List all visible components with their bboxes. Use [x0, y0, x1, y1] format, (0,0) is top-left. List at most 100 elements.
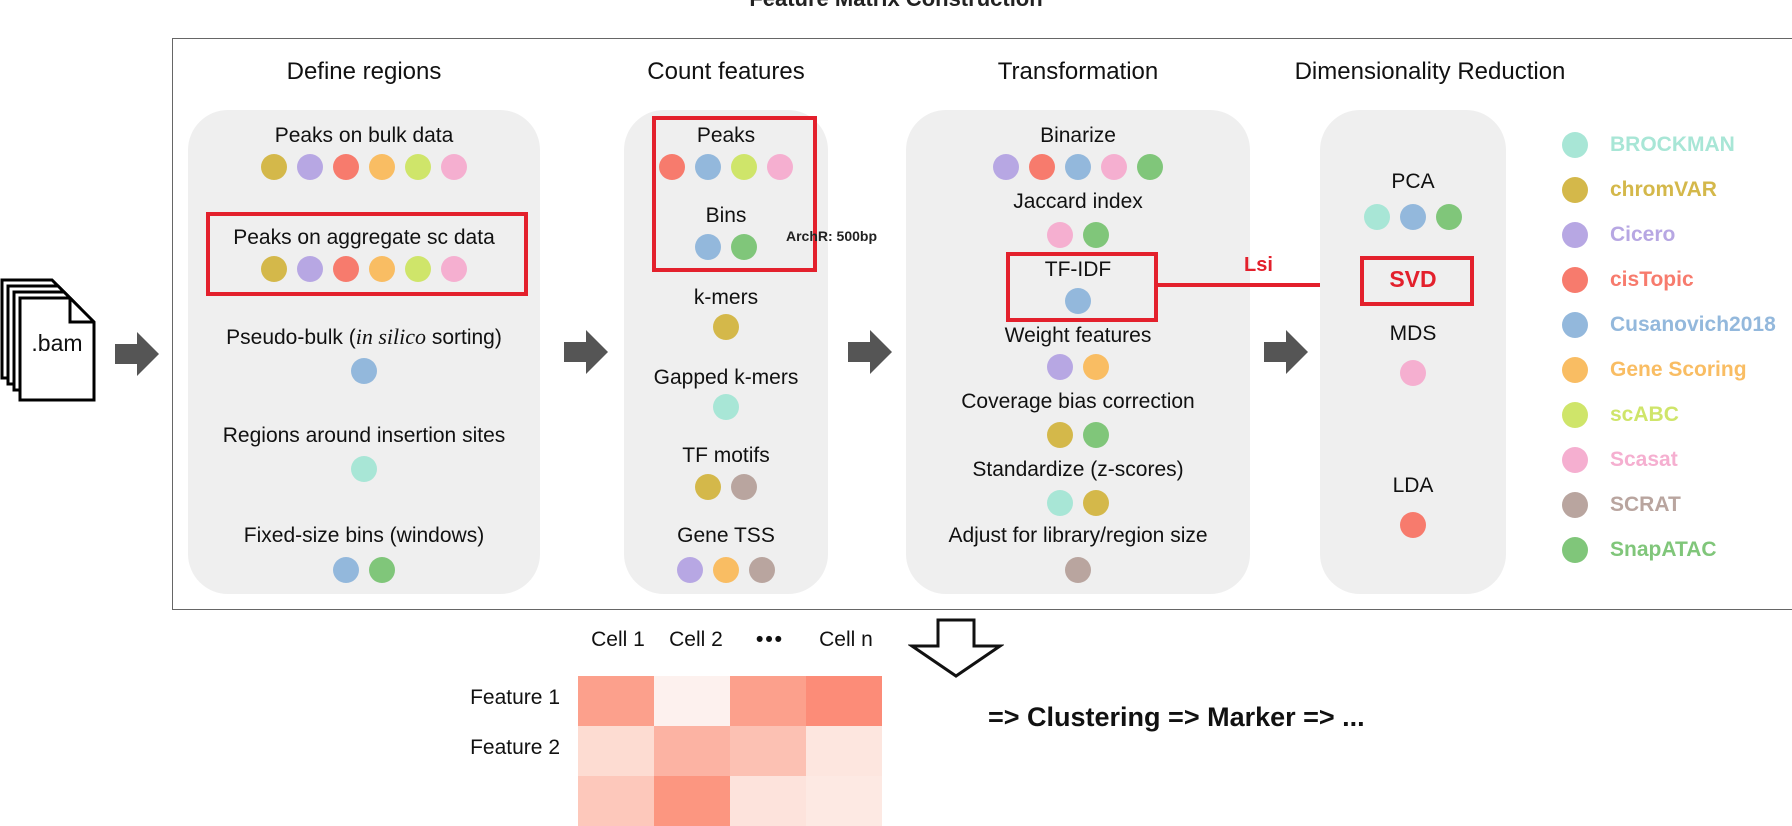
method-dots	[624, 474, 828, 500]
feature-cell-matrix	[578, 676, 882, 826]
method-dot-scabc	[405, 154, 431, 180]
method-dots	[624, 394, 828, 420]
method-dot-cistopic	[333, 154, 359, 180]
lsi-label: Lsi	[1244, 254, 1273, 276]
legend-label: cisTopic	[1610, 267, 1694, 291]
highlight-box-svd	[1360, 256, 1474, 306]
method-dot-cicero	[1047, 354, 1073, 380]
method-dot-cicero	[297, 154, 323, 180]
method-dot-cicero	[677, 557, 703, 583]
method-dots	[188, 358, 540, 384]
legend-entry: SnapATAC	[1562, 527, 1787, 572]
highlight-box-aggregate-peaks	[206, 212, 528, 296]
item-label: Bins	[705, 204, 747, 227]
legend-entry: chromVAR	[1562, 167, 1787, 212]
item-label: TF-IDF	[1044, 258, 1112, 281]
method-dots	[1320, 204, 1506, 230]
method-dot-cusanovich2018	[695, 234, 721, 260]
lsi-connector-line	[1156, 283, 1362, 287]
figure-title: Feature Matrix Construction	[0, 0, 1792, 12]
method-dots	[624, 234, 828, 260]
method-dot-cicero	[297, 256, 323, 282]
item-label: Peaks on bulk data	[274, 124, 454, 147]
archr-bin-note: ArchR: 500bp	[786, 228, 878, 244]
matrix-cell	[730, 726, 806, 776]
legend-label: Gene Scoring	[1610, 357, 1747, 381]
method-dots	[188, 557, 540, 583]
method-dot-gene-scoring	[369, 154, 395, 180]
method-dots	[906, 222, 1250, 248]
method-dots	[906, 288, 1250, 314]
method-dot-cusanovich2018	[333, 557, 359, 583]
matrix-cell	[578, 776, 654, 826]
down-arrow-icon	[908, 618, 1004, 678]
feature-matrix-frame	[172, 38, 1792, 610]
method-dot-brockman	[1364, 204, 1390, 230]
item-label: k-mers	[693, 286, 759, 309]
highlight-box-tf-idf	[1006, 252, 1158, 322]
method-dot-chromvar	[261, 256, 287, 282]
matrix-col-header: Cell n	[819, 628, 873, 651]
method-dot-cusanovich2018	[1065, 154, 1091, 180]
method-dots	[1320, 512, 1506, 538]
method-dot-cusanovich2018	[351, 358, 377, 384]
method-dots	[906, 422, 1250, 448]
legend-entry: Cicero	[1562, 212, 1787, 257]
method-dot-snapatac	[369, 557, 395, 583]
downstream-pipeline-text: => Clustering => Marker => ...	[988, 702, 1365, 732]
method-dot-cicero	[993, 154, 1019, 180]
method-dot-scasat	[1400, 360, 1426, 386]
legend-label: SnapATAC	[1610, 537, 1717, 561]
matrix-cell	[730, 676, 806, 726]
legend-swatch	[1562, 536, 1588, 563]
method-dot-snapatac	[1083, 422, 1109, 448]
method-dots	[1320, 360, 1506, 386]
method-dot-scabc	[731, 154, 757, 180]
arrow-right-icon	[115, 332, 159, 376]
method-dot-chromvar	[695, 474, 721, 500]
method-dot-cistopic	[1029, 154, 1055, 180]
matrix-row-header: Feature 2	[470, 736, 560, 759]
method-dot-cusanovich2018	[1065, 288, 1091, 314]
method-dots	[188, 154, 540, 180]
item-label: Peaks on aggregate sc data	[233, 226, 495, 249]
legend-swatch	[1562, 311, 1588, 338]
method-dots	[906, 354, 1250, 380]
method-dot-chromvar	[261, 154, 287, 180]
legend-label: BROCKMAN	[1610, 132, 1735, 156]
method-dot-scrat	[1065, 557, 1091, 583]
legend-swatch	[1562, 401, 1588, 428]
matrix-cell	[654, 776, 730, 826]
legend-entry: SCRAT	[1562, 482, 1787, 527]
panel-transformation: Binarize Jaccard index TF-IDF Weight fea…	[906, 110, 1250, 594]
legend-label: Cicero	[1610, 222, 1676, 246]
method-dots	[188, 456, 540, 482]
item-label: Jaccard index	[1013, 190, 1143, 213]
method-dots	[624, 314, 828, 340]
method-dots	[188, 256, 540, 282]
matrix-col-header: Cell 2	[669, 628, 723, 651]
matrix-cell	[578, 676, 654, 726]
item-label: MDS	[1389, 322, 1437, 345]
method-dots	[906, 490, 1250, 516]
item-label-svd: SVD	[1389, 266, 1437, 292]
matrix-cell	[806, 676, 882, 726]
item-label: TF motifs	[682, 444, 770, 467]
highlight-box-peaks-bins	[652, 116, 817, 272]
legend-entry: scABC	[1562, 392, 1787, 437]
method-dot-gene-scoring	[369, 256, 395, 282]
method-dot-scasat	[441, 256, 467, 282]
method-dot-scasat	[1101, 154, 1127, 180]
matrix-cell	[654, 726, 730, 776]
item-label: Peaks	[696, 124, 756, 147]
method-dot-cusanovich2018	[695, 154, 721, 180]
legend-entry: Scasat	[1562, 437, 1787, 482]
item-label: Regions around insertion sites	[222, 424, 506, 447]
legend-label: chromVAR	[1610, 177, 1717, 201]
matrix-cell	[578, 726, 654, 776]
method-dot-chromvar	[713, 314, 739, 340]
item-label: Weight features	[1004, 324, 1152, 347]
arrow-right-icon	[1264, 330, 1308, 374]
legend-swatch	[1562, 221, 1588, 248]
